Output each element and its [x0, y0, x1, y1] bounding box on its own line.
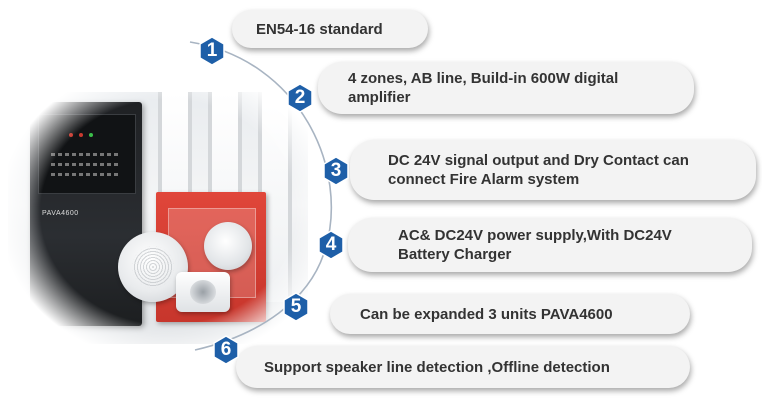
number-badge-4: 4 — [318, 230, 344, 260]
feature-text: 4 zones, AB line, Build-in 600W digital … — [348, 70, 619, 106]
feature-item-3: DC 24V signal output and Dry Contact can… — [350, 140, 756, 200]
product-photo: PAVA4600 — [8, 92, 308, 344]
number-badge-5: 5 — [283, 292, 309, 322]
feature-text: DC 24V signal output and Dry Contact can… — [388, 152, 689, 188]
feature-item-1: EN54-16 standard — [232, 10, 428, 48]
ceiling-speaker — [204, 222, 252, 270]
rack-model-label: PAVA4600 — [42, 210, 79, 217]
feature-item-2: 4 zones, AB line, Build-in 600W digital … — [318, 62, 694, 114]
feature-text: EN54-16 standard — [256, 20, 383, 38]
feature-item-4: AC& DC24V power supply,With DC24V Batter… — [348, 218, 752, 272]
feature-text: Can be expanded 3 units PAVA4600 — [360, 305, 613, 323]
pava-rack-unit: PAVA4600 — [30, 102, 142, 326]
number-badge-6: 6 — [213, 335, 239, 365]
rack-front-panel — [38, 114, 136, 194]
feature-item-5: Can be expanded 3 units PAVA4600 — [330, 294, 690, 334]
feature-text: Support speaker line detection ,Offline … — [264, 358, 610, 376]
number-badge-2: 2 — [287, 83, 313, 113]
feature-text: AC& DC24V power supply,With DC24V Batter… — [398, 227, 672, 263]
number-badge-3: 3 — [323, 156, 349, 186]
feature-item-6: Support speaker line detection ,Offline … — [236, 346, 690, 388]
wall-speaker — [176, 272, 230, 312]
number-badge-1: 1 — [199, 36, 225, 66]
